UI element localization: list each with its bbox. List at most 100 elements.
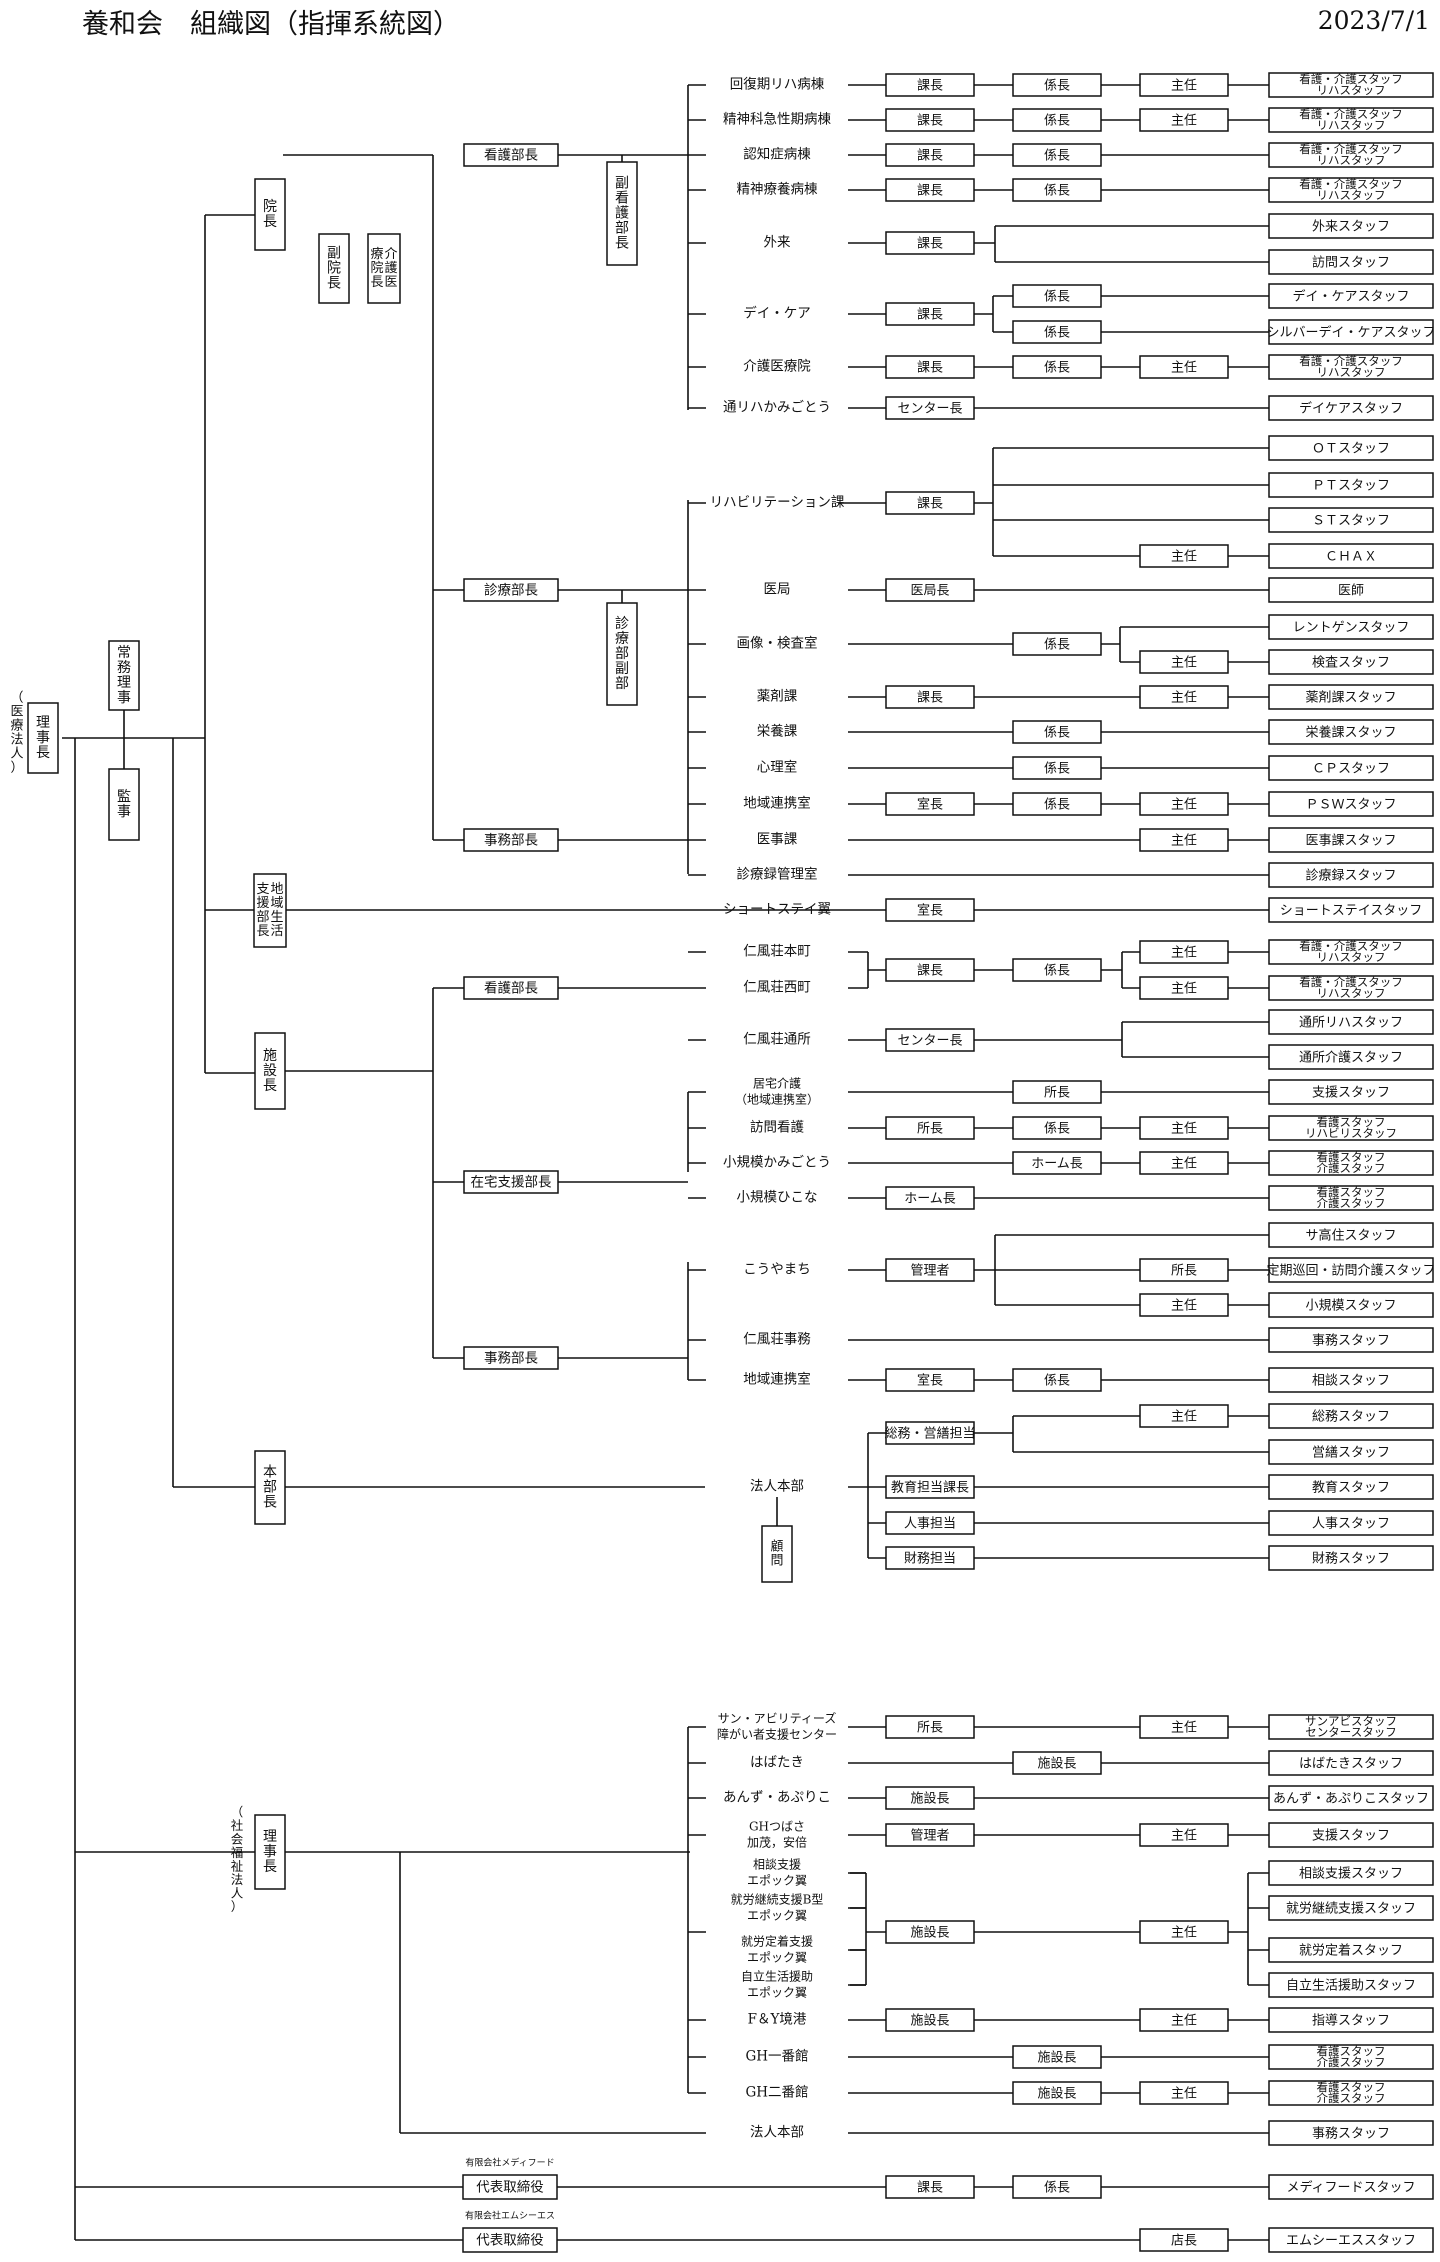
chair-social-box <box>254 1814 286 1890</box>
u23-staff-box <box>1268 1115 1434 1141</box>
u18-staff-label: ショートステイスタッフ <box>1280 904 1423 919</box>
u16-shunin-box <box>1139 828 1229 852</box>
medi-staff-label: メディフードスタッフ <box>1286 2180 1415 2196</box>
s1-staff-box <box>1268 1714 1434 1740</box>
u14-kakaricho-box <box>1012 756 1102 780</box>
u14-staff-box <box>1268 755 1434 781</box>
svg-text:長: 長 <box>263 1078 277 1094</box>
u19-staff-line2: リハスタッフ <box>1317 950 1386 964</box>
s1-shunin-label: 主任 <box>1171 1721 1197 1736</box>
u23-shocho-box <box>885 1116 975 1140</box>
u6-staff-silver-label: シルバーデイ・ケアスタッフ <box>1266 325 1435 341</box>
s9-shisetsu-label: 施設長 <box>910 2013 949 2029</box>
u1-shunin-label: 主任 <box>1171 79 1197 94</box>
u6-kakaricho-1-box <box>1012 284 1102 308</box>
hq-staff-soumu-box <box>1268 1403 1434 1429</box>
u2-kakaricho-box <box>1012 108 1102 132</box>
u15-staff-label: ＰＳＷスタッフ <box>1305 798 1396 813</box>
u3-staff-line2: リハスタッフ <box>1317 153 1386 167</box>
svg-text:長: 長 <box>370 275 383 290</box>
u17-staff-box <box>1268 862 1434 888</box>
u12-shunin-box <box>1139 685 1229 709</box>
u11-staff-kensa-label: 検査スタッフ <box>1312 656 1390 671</box>
s1-shocho-label: 所長 <box>917 1721 943 1736</box>
u7-staff-line1: 看護・介護スタッフ <box>1299 354 1403 368</box>
u23-shunin-label: 主任 <box>1171 1122 1197 1137</box>
facility-head-box <box>254 1032 286 1110</box>
svg-text:理: 理 <box>117 675 131 691</box>
svg-text:院: 院 <box>327 261 341 277</box>
hq-kyoiku-box <box>885 1475 975 1499</box>
svg-text:人: 人 <box>10 747 23 762</box>
svg-text:本: 本 <box>263 1464 277 1480</box>
mcs-staff-box <box>1268 2227 1434 2253</box>
u15-kakaricho-box <box>1012 792 1102 816</box>
u11-shunin-box <box>1139 650 1229 674</box>
u2-kakaricho-label: 係長 <box>1044 114 1070 129</box>
medi-kacho-label: 課長 <box>917 2180 943 2196</box>
u8-center-label: センター長 <box>897 402 962 417</box>
u3-staff-line1: 看護・介護スタッフ <box>1299 142 1403 156</box>
u26-staff-sakou-label: サ高住スタッフ <box>1305 1228 1396 1244</box>
unit-u3: 認知症病棟 <box>743 146 811 163</box>
s12-staff-label: 事務スタッフ <box>1312 2127 1390 2142</box>
unit-s2: はばたき <box>750 1755 804 1771</box>
unit-u2: 精神科急性期病棟 <box>723 112 831 128</box>
unit-s7-line1: 就労定着支援 <box>741 1934 813 1949</box>
mcs-representative-label: 代表取締役 <box>476 2232 544 2249</box>
u21-center-box <box>885 1028 975 1052</box>
s8-staff-label: 自立生活援助スタッフ <box>1286 1979 1416 1994</box>
svg-text:（: （ <box>231 1804 244 1819</box>
unit-u10: 医局 <box>764 582 791 598</box>
unit-s11: GH二番館 <box>745 2085 808 2101</box>
u27-staff-label: 事務スタッフ <box>1312 1334 1390 1349</box>
svg-text:事: 事 <box>36 730 50 746</box>
u21-center-label: センター長 <box>897 1034 962 1049</box>
u18-staff-box <box>1268 897 1434 923</box>
managing-director-box <box>108 640 140 711</box>
svg-text:療: 療 <box>10 718 23 733</box>
u11-staff-xray-label: レントゲンスタッフ <box>1293 621 1410 636</box>
s10-staff-line1: 看護スタッフ <box>1317 2044 1386 2058</box>
u9-kacho-label: 課長 <box>917 496 943 512</box>
medi-kakaricho-label: 係長 <box>1044 2181 1070 2196</box>
u18-shitsucho-box <box>885 898 975 922</box>
u15-shunin-label: 主任 <box>1171 798 1197 813</box>
u2-shunin-label: 主任 <box>1171 114 1197 129</box>
s11-shisetsu-label: 施設長 <box>1037 2086 1076 2102</box>
svg-text:援: 援 <box>256 896 269 911</box>
svg-text:診: 診 <box>615 616 629 632</box>
u9-shunin-label: 主任 <box>1171 550 1197 565</box>
s11-shisetsu-box <box>1012 2081 1102 2105</box>
u1-staff-box <box>1268 72 1434 98</box>
hq-staff-eizen-label: 営繕スタッフ <box>1312 1445 1390 1461</box>
u26-shunin-label: 主任 <box>1171 1299 1197 1314</box>
advisor-box <box>761 1525 793 1583</box>
u15-kakaricho-label: 係長 <box>1044 798 1070 813</box>
unit-s10: GH一番館 <box>745 2049 808 2065</box>
s58-shisetsu-label: 施設長 <box>910 1925 949 1941</box>
unit-u28: 地域連携室 <box>743 1371 811 1388</box>
u25-staff-line1: 看護スタッフ <box>1317 1185 1386 1199</box>
u15-shitsucho-label: 室長 <box>917 797 943 813</box>
svg-text:医: 医 <box>10 704 23 719</box>
u24-staff-line1: 看護スタッフ <box>1317 1150 1386 1164</box>
u19-kakaricho-label: 係長 <box>1044 964 1070 979</box>
svg-text:人: 人 <box>231 1885 244 1900</box>
u6-kakaricho-2-label: 係長 <box>1044 326 1070 341</box>
medical-dept-label: 診療部長 <box>484 582 538 599</box>
s9-shunin-label: 主任 <box>1171 2014 1197 2029</box>
s6-staff-label: 就労継続支援スタッフ <box>1286 1902 1416 1917</box>
u9-staff-st-label: ＳＴスタッフ <box>1312 514 1390 529</box>
s58-shunin-box <box>1139 1920 1229 1944</box>
svg-text:理: 理 <box>263 1829 277 1845</box>
u5-kacho-label: 課長 <box>917 236 943 252</box>
u2-staff-line2: リハスタッフ <box>1317 118 1386 132</box>
unit-u8: 通リハかみごとう <box>723 400 831 416</box>
s1-shunin-box <box>1139 1715 1229 1739</box>
s2-staff-box <box>1268 1750 1434 1776</box>
u24-home-label: ホーム長 <box>1031 1157 1083 1172</box>
u16-shunin-label: 主任 <box>1171 834 1197 849</box>
